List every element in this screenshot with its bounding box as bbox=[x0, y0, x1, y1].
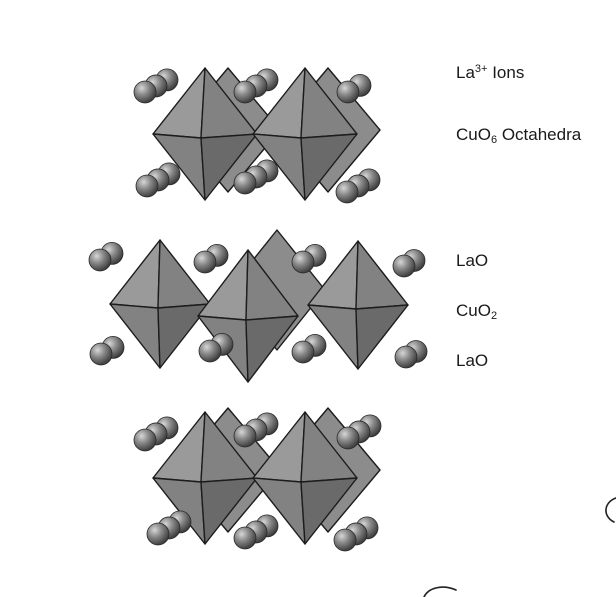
la-ion-sphere bbox=[233, 526, 257, 550]
octahedron-face bbox=[200, 133, 258, 201]
la-ion-sphere bbox=[291, 340, 315, 364]
partial-handwritten-marks bbox=[423, 497, 616, 597]
la-ions-label: La3+ Ions bbox=[456, 63, 525, 82]
octahedron-shape bbox=[307, 240, 409, 370]
la-ion-sphere bbox=[233, 171, 257, 195]
octahedron-face bbox=[300, 133, 358, 201]
la-ion-sphere bbox=[233, 80, 257, 104]
octahedron-face bbox=[245, 315, 299, 383]
la-ion-sphere bbox=[233, 424, 257, 448]
octahedron-shape bbox=[109, 239, 211, 369]
la-ion-sphere bbox=[133, 428, 157, 452]
la-ion-sphere bbox=[193, 250, 217, 274]
octahedron-face bbox=[200, 477, 258, 545]
octahedron-face bbox=[157, 239, 211, 309]
octahedron-face bbox=[355, 304, 409, 370]
lower-layer bbox=[133, 407, 382, 552]
la-ion-sphere bbox=[336, 426, 360, 450]
handwritten-mark-right bbox=[605, 497, 616, 523]
la-ion-sphere bbox=[394, 345, 418, 369]
handwritten-mark-bottom bbox=[423, 586, 457, 597]
la-ion-sphere bbox=[392, 254, 416, 278]
la-ion-sphere bbox=[198, 339, 222, 363]
la-ion-sphere bbox=[291, 250, 315, 274]
octahedron-shape bbox=[252, 411, 358, 545]
la-ion-sphere bbox=[88, 248, 112, 272]
la-ion-sphere bbox=[336, 80, 360, 104]
octahedron-face bbox=[157, 303, 211, 369]
la-ion-sphere bbox=[335, 180, 359, 204]
la-ion-sphere bbox=[135, 174, 159, 198]
lao-top-label: LaO bbox=[456, 251, 489, 270]
cuo2-label: CuO2 bbox=[456, 301, 498, 322]
octahedron-face bbox=[300, 477, 358, 545]
upper-layer bbox=[88, 67, 428, 383]
octahedron-shape bbox=[152, 67, 258, 201]
octahedron-shape bbox=[252, 67, 358, 201]
la-ion-sphere bbox=[146, 522, 170, 546]
cuo6-octahedra-label: CuO6 Octahedra bbox=[456, 125, 582, 146]
la-ion-sphere bbox=[333, 528, 357, 552]
la-ion-sphere bbox=[133, 80, 157, 104]
octahedron-face bbox=[109, 303, 161, 369]
la-ion-sphere bbox=[89, 342, 113, 366]
lao-bottom-label: LaO bbox=[456, 351, 489, 370]
